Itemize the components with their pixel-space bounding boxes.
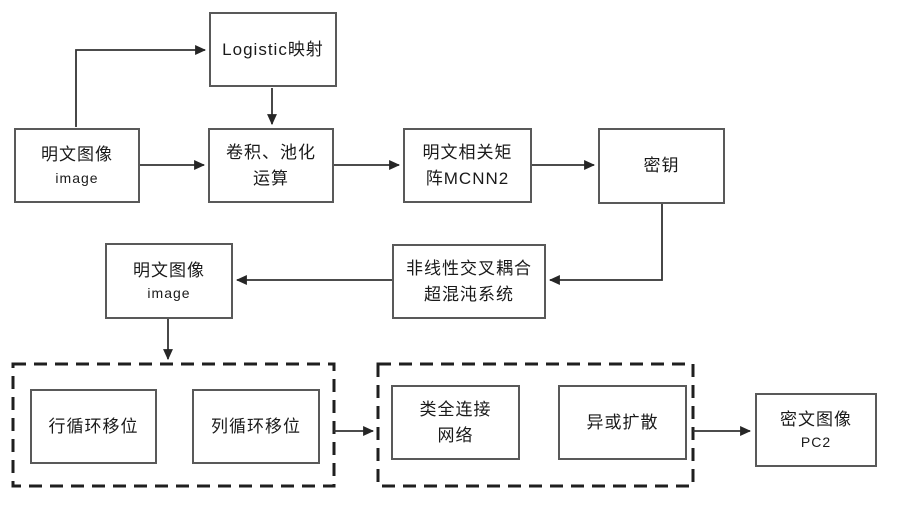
node-sublabel: image: [55, 169, 99, 186]
arrow-key-to-chaos: [548, 204, 663, 285]
node-hyperchaos-system: 非线性交叉耦合 超混沌系统: [392, 244, 546, 319]
node-label: 明文相关矩: [422, 143, 513, 162]
node-label: 异或扩散: [586, 412, 659, 432]
node-label: 明文图像: [41, 145, 113, 165]
node-plaintext-matrix-mcnn2: 明文相关矩 阵MCNN2: [403, 128, 532, 203]
node-row-cyclic-shift: 行循环移位: [30, 389, 157, 464]
node-conv-pooling: 卷积、池化 运算: [208, 128, 334, 203]
node-label: Logistic映射: [222, 39, 324, 59]
node-sublabel: 阵MCNN2: [425, 168, 510, 188]
node-logistic-map: Logistic映射: [209, 12, 337, 87]
node-label: 类全连接: [419, 400, 492, 419]
node-cipher-image: 密文图像 PC2: [755, 393, 877, 467]
node-sublabel: 运算: [253, 168, 289, 188]
node-secret-key: 密钥: [598, 128, 725, 204]
node-label: 密文图像: [780, 409, 852, 429]
node-label: 行循环移位: [48, 416, 139, 436]
node-plain-image-top: 明文图像 image: [14, 128, 140, 203]
arrow-plain1-to-logistic: [75, 45, 207, 127]
node-label: 密钥: [643, 156, 680, 176]
node-label: 明文图像: [133, 260, 205, 280]
node-label: 列循环移位: [211, 416, 301, 436]
node-sublabel: 网络: [437, 425, 474, 445]
node-label: 卷积、池化: [226, 143, 316, 162]
node-column-cyclic-shift: 列循环移位: [192, 389, 320, 464]
node-sublabel: image: [147, 285, 191, 302]
node-plain-image-mid: 明文图像 image: [105, 243, 233, 319]
permutation-group-box: [11, 362, 336, 488]
node-label: 非线性交叉耦合: [406, 259, 532, 278]
node-sublabel: PC2: [800, 434, 832, 451]
node-xor-diffusion: 异或扩散: [558, 385, 687, 460]
node-fully-connected-network: 类全连接 网络: [391, 385, 520, 460]
diffusion-group-box: [376, 362, 695, 488]
node-sublabel: 超混沌系统: [424, 284, 514, 304]
